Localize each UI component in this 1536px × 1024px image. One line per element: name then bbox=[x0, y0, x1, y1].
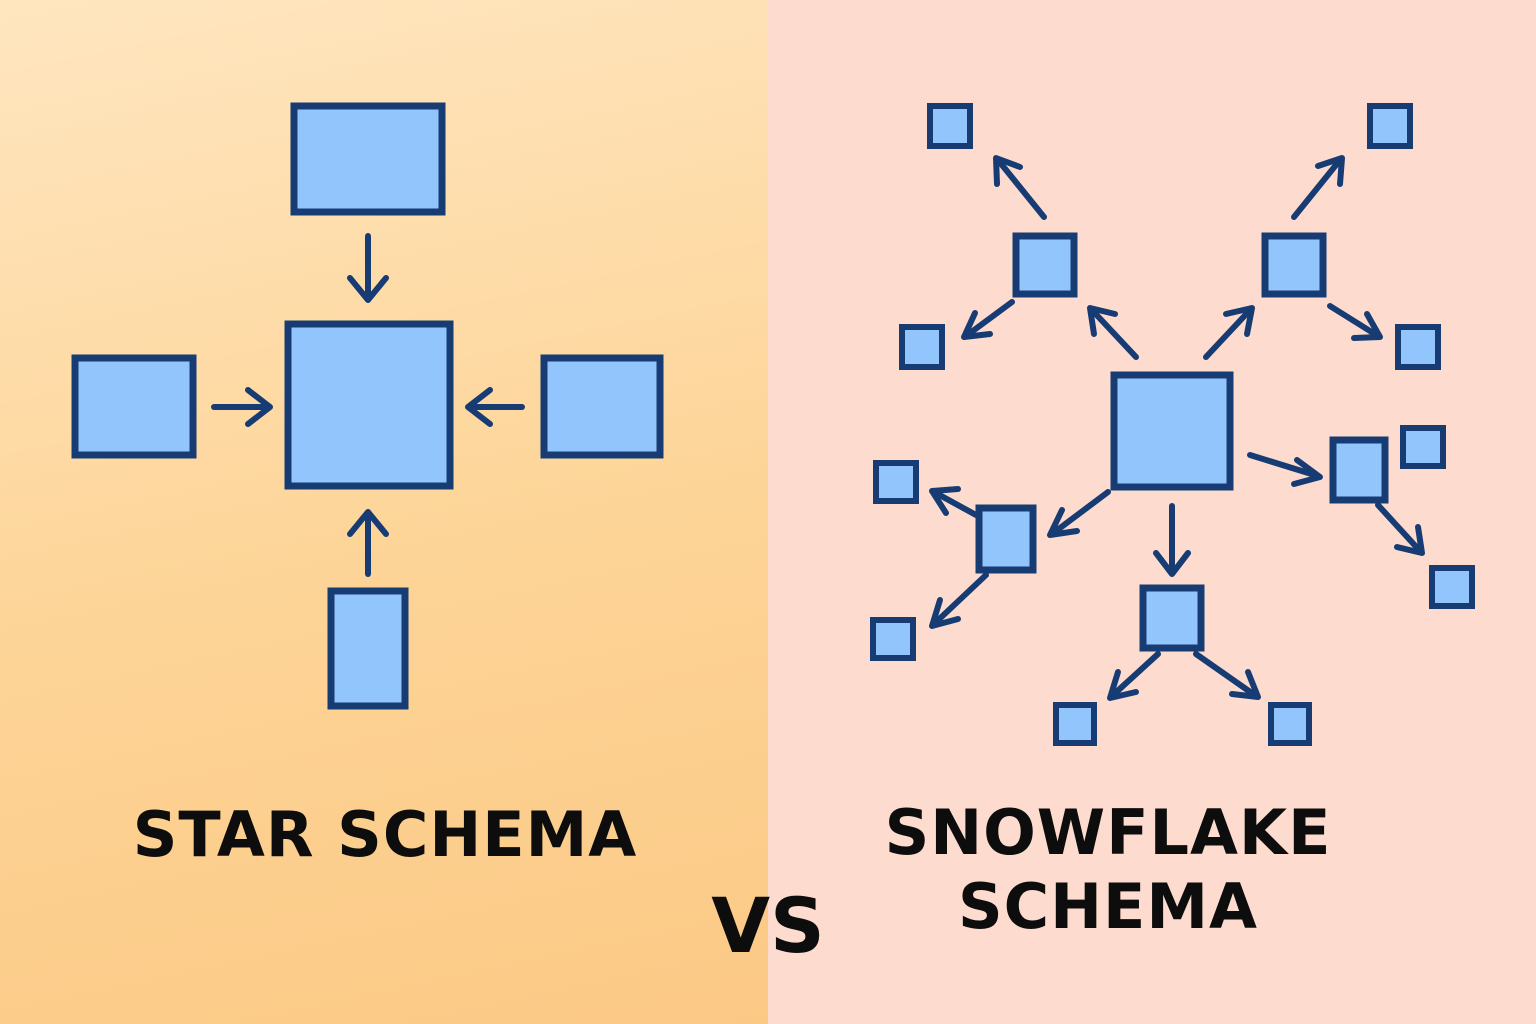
snowflake-arrow bbox=[961, 299, 1015, 340]
star-dimension-right bbox=[540, 354, 664, 459]
star-arrow-bottom bbox=[347, 509, 389, 577]
star-schema-title: STAR SCHEMA bbox=[132, 798, 638, 871]
snowflake-arrow bbox=[1291, 155, 1345, 220]
snowflake-subdimension bbox=[927, 103, 973, 149]
snowflake-subdimension bbox=[1367, 103, 1413, 149]
snowflake-arrow bbox=[1087, 305, 1139, 360]
snowflake-subdimension bbox=[870, 617, 916, 661]
snowflake-arrow bbox=[1247, 452, 1323, 487]
snowflake-dimension-lower-left bbox=[975, 504, 1037, 574]
star-arrow-right bbox=[465, 387, 525, 427]
snowflake-arrow bbox=[1047, 489, 1111, 538]
snowflake-arrow bbox=[929, 572, 989, 629]
snowflake-dimension-bottom bbox=[1139, 584, 1205, 652]
star-dimension-bottom bbox=[327, 587, 409, 710]
snowflake-subdimension bbox=[1268, 702, 1312, 746]
snowflake-title-line2: SCHEMA bbox=[957, 870, 1259, 943]
snowflake-subdimension bbox=[1400, 425, 1446, 469]
snowflake-dimension-upper-right bbox=[1261, 232, 1327, 298]
snowflake-subdimension bbox=[1429, 565, 1475, 609]
snowflake-arrow bbox=[929, 486, 979, 518]
snowflake-arrow bbox=[1153, 503, 1191, 577]
snowflake-title-line1: SNOWFLAKE bbox=[884, 796, 1332, 869]
star-arrow-top bbox=[347, 233, 389, 303]
snowflake-subdimension bbox=[873, 460, 919, 504]
snowflake-dimension-right bbox=[1329, 436, 1389, 504]
snowflake-arrow bbox=[1107, 651, 1161, 701]
star-arrow-left bbox=[211, 387, 273, 427]
star-dimension-left bbox=[71, 354, 197, 459]
star-dimension-top bbox=[290, 102, 446, 216]
snowflake-subdimension bbox=[1395, 324, 1441, 370]
snowflake-schema-panel bbox=[768, 0, 1536, 1024]
snowflake-arrow bbox=[993, 155, 1047, 220]
snowflake-arrow bbox=[1203, 305, 1255, 360]
snowflake-arrow bbox=[1327, 303, 1383, 341]
snowflake-schema-title: SNOWFLAKE SCHEMA bbox=[868, 796, 1348, 944]
snowflake-schema-diagram bbox=[870, 103, 1475, 746]
versus-label: VS bbox=[711, 881, 825, 970]
snowflake-fact-table bbox=[1110, 371, 1234, 491]
snowflake-arrow bbox=[1193, 651, 1261, 700]
snowflake-subdimension bbox=[1053, 702, 1097, 746]
snowflake-arrow bbox=[1375, 502, 1425, 556]
snowflake-dimension-upper-left bbox=[1012, 232, 1078, 298]
star-schema-diagram bbox=[71, 102, 664, 710]
snowflake-subdimension bbox=[899, 324, 945, 370]
star-fact-table bbox=[284, 320, 454, 490]
